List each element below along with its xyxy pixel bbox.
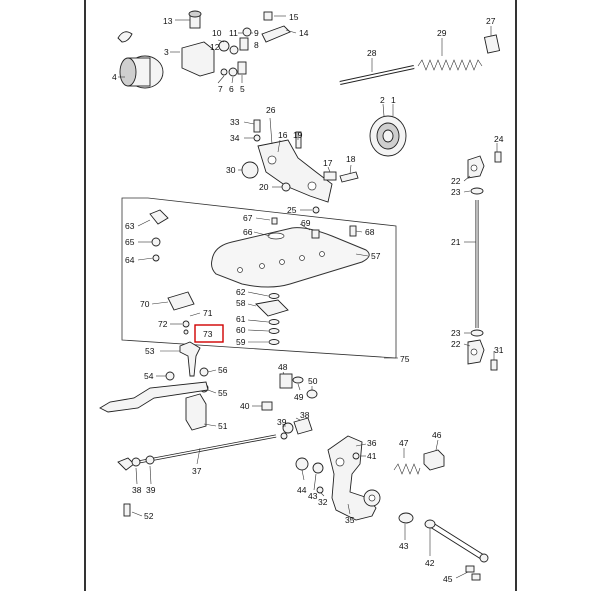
callout-41: 41 xyxy=(367,451,377,461)
callout-19: 19 xyxy=(293,130,303,140)
callout-56: 56 xyxy=(218,365,228,375)
callout-21: 21 xyxy=(451,237,461,247)
callout-37: 37 xyxy=(192,466,202,476)
callout-32: 32 xyxy=(318,497,328,507)
callout-12: 12 xyxy=(210,42,220,52)
callout-28: 28 xyxy=(367,48,377,58)
callout-29: 29 xyxy=(437,28,447,38)
callout-40: 40 xyxy=(240,401,250,411)
center-lower-parts xyxy=(252,371,318,440)
callout-59: 59 xyxy=(236,337,246,347)
pulley-assembly xyxy=(369,103,407,157)
callout-46: 46 xyxy=(432,430,442,440)
callout-22-bottom: 22 xyxy=(451,339,461,349)
callout-27: 27 xyxy=(486,16,496,26)
rod-assembly-right xyxy=(463,143,502,371)
callout-31: 31 xyxy=(494,345,504,355)
callout-64: 64 xyxy=(125,255,135,265)
lever-assembly-left xyxy=(99,341,217,431)
callout-17: 17 xyxy=(323,158,333,168)
callout-25: 25 xyxy=(287,205,297,215)
callout-36: 36 xyxy=(367,438,377,448)
callout-3: 3 xyxy=(164,47,169,57)
callout-33: 33 xyxy=(230,117,240,127)
feed-dog-parts xyxy=(151,291,289,345)
spring-block-assembly xyxy=(393,439,445,475)
callout-24: 24 xyxy=(494,134,504,144)
callout-54: 54 xyxy=(144,371,154,381)
callout-72: 72 xyxy=(158,319,168,329)
callout-60: 60 xyxy=(236,325,246,335)
callout-1: 1 xyxy=(391,95,396,105)
callout-62: 62 xyxy=(236,287,246,297)
callout-8: 8 xyxy=(254,40,259,50)
callout-34: 34 xyxy=(230,133,240,143)
callout-11: 11 xyxy=(229,28,238,38)
callout-38-left: 38 xyxy=(132,485,142,495)
callout-53: 53 xyxy=(145,346,155,356)
shaft-spring-assembly xyxy=(339,26,501,85)
callout-6: 6 xyxy=(229,84,234,94)
callout-42: 42 xyxy=(425,558,435,568)
callout-39-center: 39 xyxy=(277,417,287,427)
callout-63: 63 xyxy=(125,221,135,231)
callout-16: 16 xyxy=(278,130,288,140)
callout-47: 47 xyxy=(399,438,409,448)
callout-73: 73 xyxy=(203,329,213,339)
callout-5: 5 xyxy=(240,84,245,94)
callout-45: 45 xyxy=(443,574,453,584)
callout-labels: 1 2 3 4 5 6 7 8 9 10 11 12 13 14 15 16 1… xyxy=(112,12,504,584)
small-parts-top-left xyxy=(175,10,297,84)
callout-26: 26 xyxy=(266,105,276,115)
connecting-rod xyxy=(117,434,277,517)
callout-2: 2 xyxy=(380,95,385,105)
callout-49: 49 xyxy=(294,392,304,402)
callout-15: 15 xyxy=(289,12,299,22)
callout-14: 14 xyxy=(299,28,309,38)
callout-52: 52 xyxy=(144,511,154,521)
callout-35: 35 xyxy=(345,515,355,525)
callout-68: 68 xyxy=(365,227,375,237)
callout-10: 10 xyxy=(212,28,222,38)
callout-23-bottom: 23 xyxy=(451,328,461,338)
callout-70: 70 xyxy=(140,299,150,309)
callout-22-top: 22 xyxy=(451,176,461,186)
feed-plate xyxy=(211,217,370,288)
callout-67: 67 xyxy=(243,213,253,223)
lower-right-linkage xyxy=(295,435,381,521)
callout-9: 9 xyxy=(254,28,259,38)
callout-65: 65 xyxy=(125,237,135,247)
callout-71: 71 xyxy=(203,308,213,318)
callout-58: 58 xyxy=(236,298,246,308)
highlight-box-73 xyxy=(194,324,224,343)
callout-50: 50 xyxy=(308,376,318,386)
callout-55: 55 xyxy=(218,388,228,398)
callout-51: 51 xyxy=(218,421,228,431)
callout-30: 30 xyxy=(226,165,236,175)
feed-plate-box xyxy=(121,197,398,359)
callout-38-center: 38 xyxy=(300,410,310,420)
callout-69: 69 xyxy=(301,218,311,228)
bracket-assembly xyxy=(238,117,359,214)
callout-61: 61 xyxy=(236,314,246,324)
callout-23-top: 23 xyxy=(451,187,461,197)
callout-13: 13 xyxy=(163,16,173,26)
callout-48: 48 xyxy=(278,362,288,372)
callout-75: 75 xyxy=(400,354,410,364)
callout-20: 20 xyxy=(259,182,269,192)
callout-43-center: 43 xyxy=(308,491,318,501)
callout-7: 7 xyxy=(218,84,223,94)
callout-18: 18 xyxy=(346,154,356,164)
callout-44: 44 xyxy=(297,485,307,495)
shaft-assembly-bottom xyxy=(398,512,489,581)
callout-39-left: 39 xyxy=(146,485,156,495)
feed-bracket-left xyxy=(137,209,169,262)
callout-4: 4 xyxy=(112,72,117,82)
motor-assembly xyxy=(117,31,215,89)
callout-43-right: 43 xyxy=(399,541,409,551)
callout-57: 57 xyxy=(371,251,381,261)
callout-66: 66 xyxy=(243,227,253,237)
